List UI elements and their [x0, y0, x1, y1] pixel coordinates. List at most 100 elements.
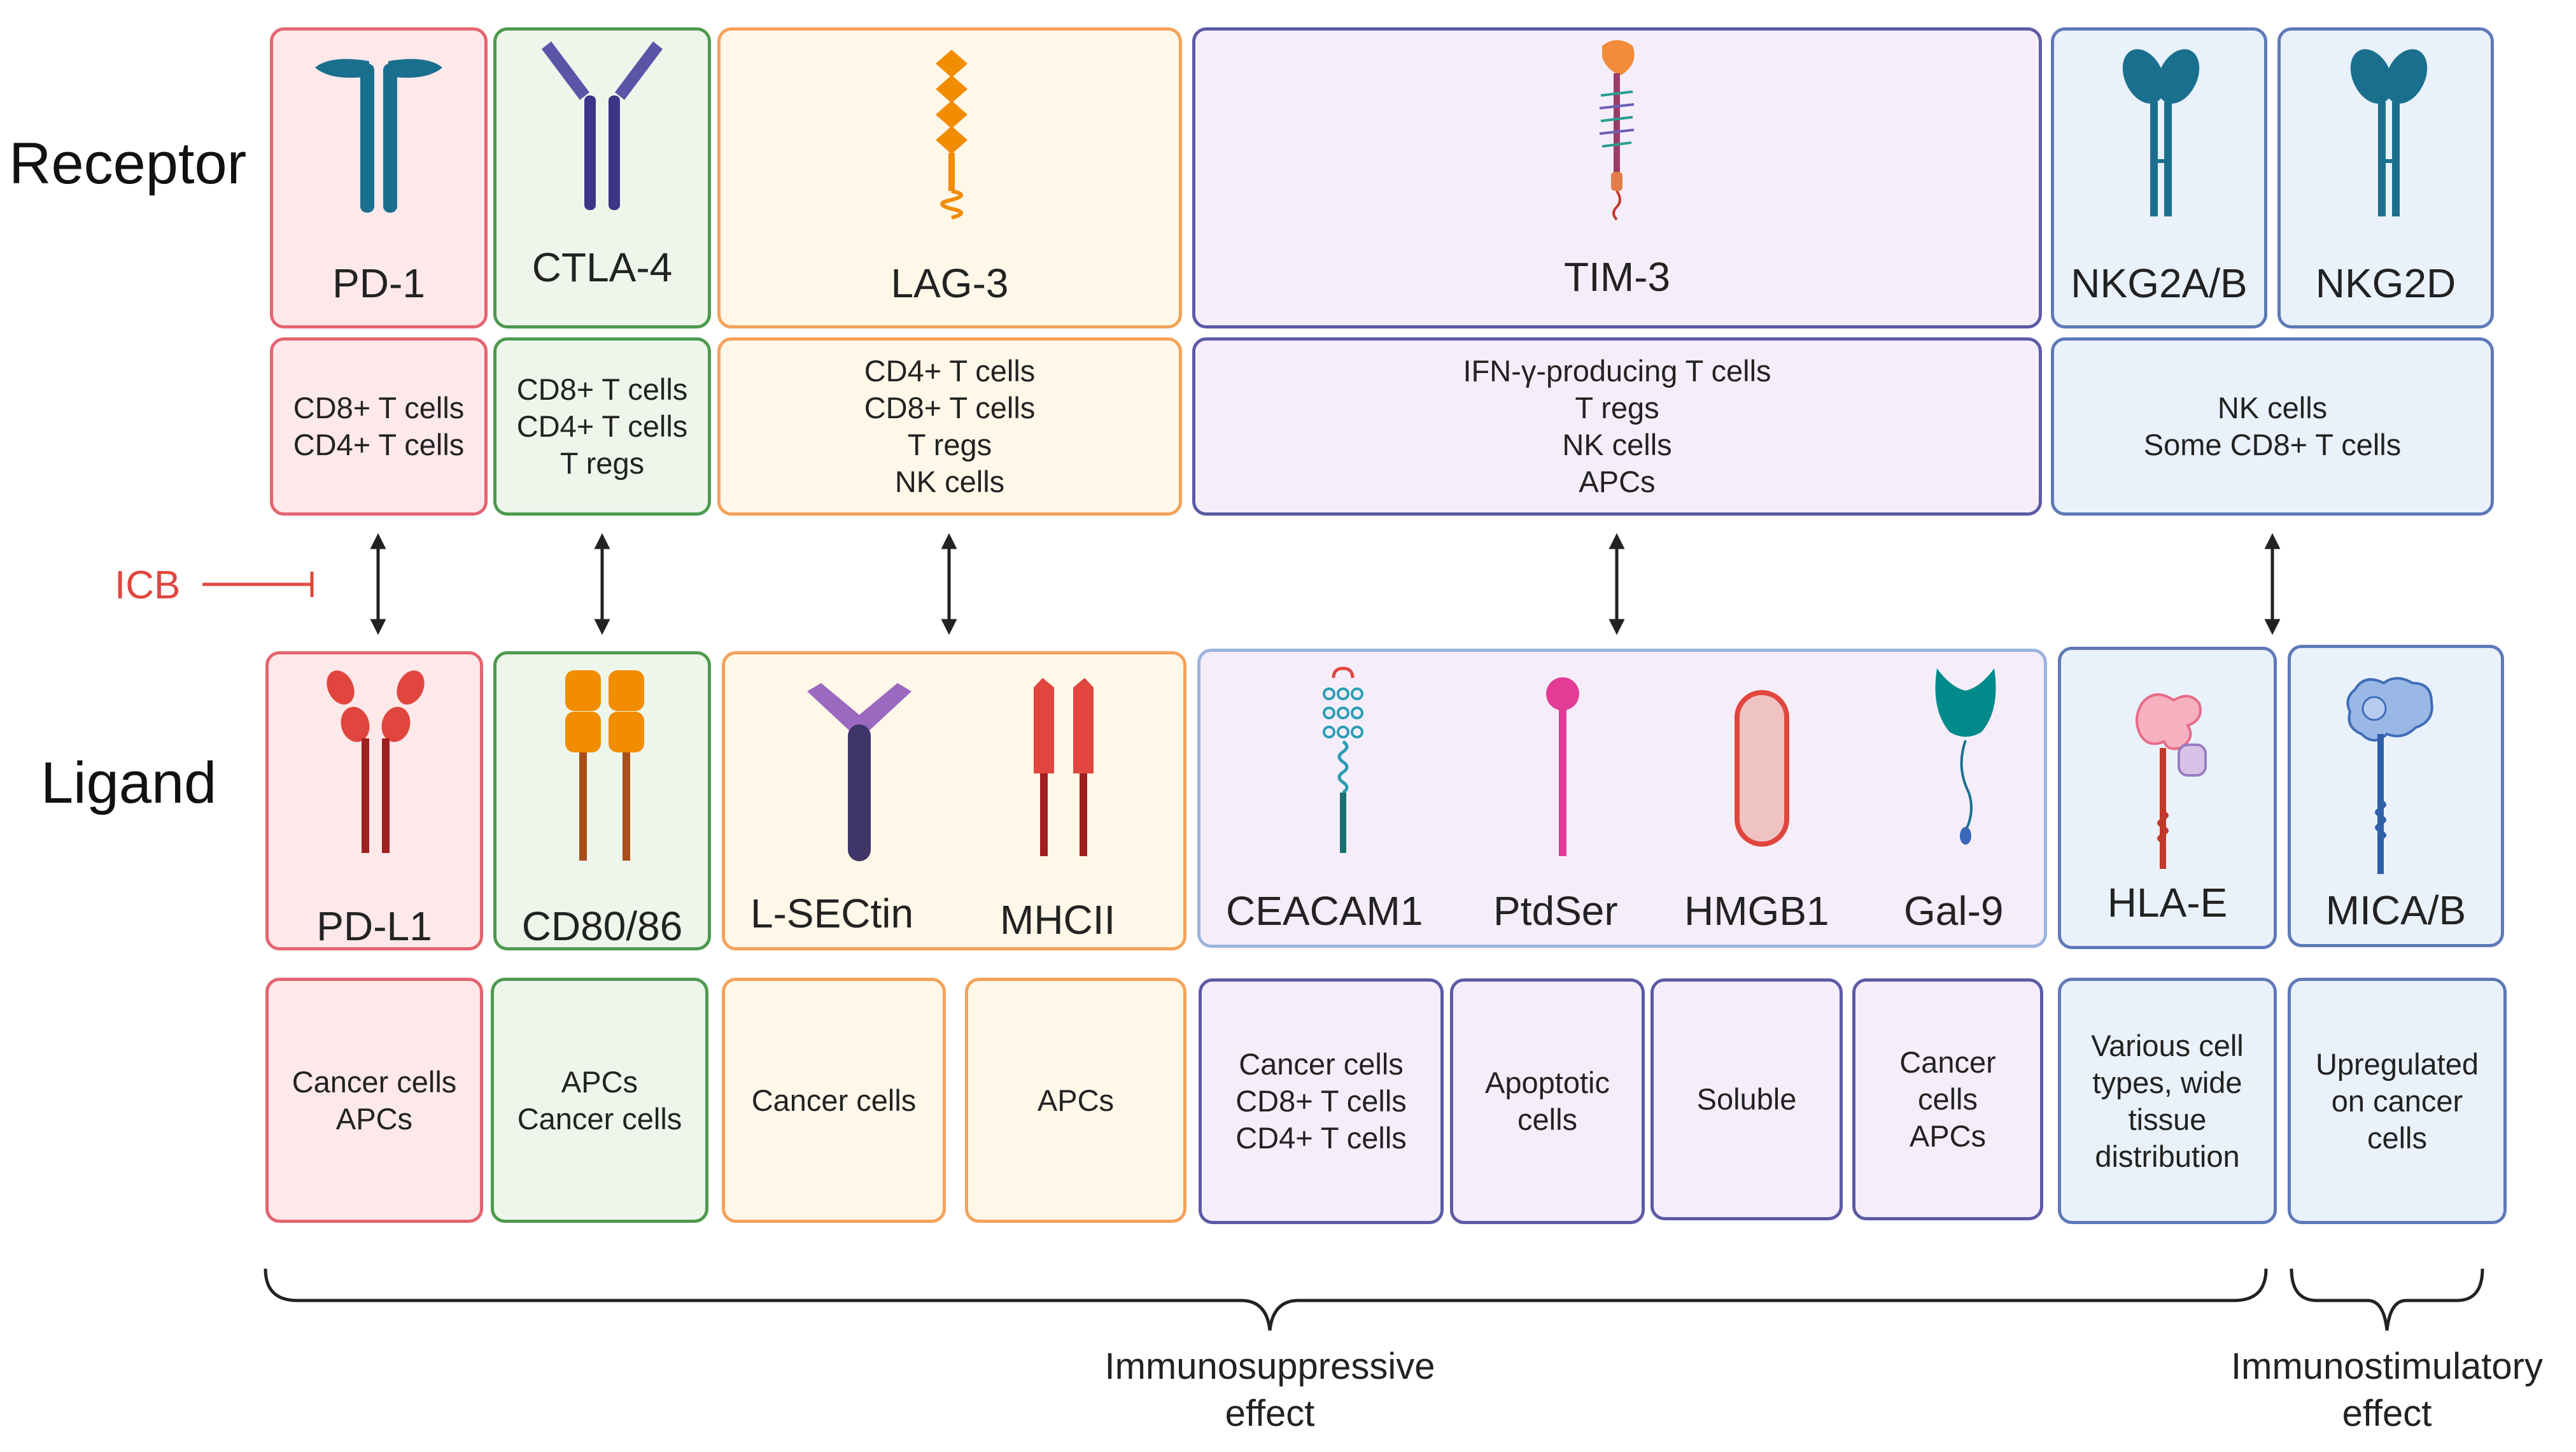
lag3-cell-type: CD4+ T cells [864, 354, 1036, 388]
nkg2ab-receptor-icon [2122, 49, 2200, 216]
ceacam1-cell-type: CD8+ T cells [1235, 1084, 1407, 1118]
hlae-cells-box: Various cell types, wide tissue distribu… [2058, 978, 2277, 1224]
gal9-cell-type: Cancer [1899, 1045, 1996, 1079]
lag3-cells-box: CD4+ T cells CD8+ T cells T regs NK cell… [717, 337, 1182, 516]
hmgb1-cells-box: Soluble [1650, 978, 1843, 1220]
nkg2d-receptor-name: NKG2D [2315, 260, 2456, 306]
micab-ligand-name: MICA/B [2325, 887, 2467, 933]
pd1-cells-box: CD8+ T cells CD4+ T cells [270, 337, 488, 516]
nk-cells-box: NK cells Some CD8+ T cells [2051, 337, 2494, 516]
cd8086-ligand-box: CD80/86 [493, 651, 711, 950]
receptor-row-label: Receptor [9, 131, 247, 196]
hmgb1-cell-type: Soluble [1696, 1082, 1797, 1116]
cd8086-cell-type: Cancer cells [517, 1101, 682, 1136]
hmgb1-ligand-icon [1735, 690, 1789, 847]
pd1-cell-type: CD8+ T cells [293, 391, 465, 425]
ctla4-cells-box: CD8+ T cells CD4+ T cells T regs [493, 337, 711, 516]
ptdser-cells-box: Apoptotic cells [1450, 978, 1645, 1224]
cd8086-cells-box: APCs Cancer cells [491, 978, 708, 1223]
tim3-cell-type: NK cells [1562, 428, 1672, 462]
gal9-cell-type: cells [1917, 1082, 1978, 1116]
ctla4-cell-type: T regs [560, 446, 645, 480]
ceacam1-cells-box: Cancer cells CD8+ T cells CD4+ T cells [1199, 978, 1444, 1224]
lsectin-cell-type: Cancer cells [751, 1083, 917, 1117]
lag3-receptor-name: LAG-3 [890, 260, 1009, 306]
ligand-row-label: Ligand [41, 751, 217, 815]
micab-ligand-icon [2346, 677, 2433, 874]
micab-cells-box: Upregulated on cancer cells [2288, 978, 2507, 1224]
ptdser-ligand-icon [1546, 677, 1579, 856]
gal9-ligand-name: Gal-9 [1904, 888, 2004, 934]
tim3-receptor-name: TIM-3 [1563, 254, 1671, 300]
pd1-cell-type: CD4+ T cells [293, 428, 465, 462]
hlae-cell-type: types, wide [2092, 1065, 2242, 1099]
immunostimulatory-brace [2290, 1268, 2484, 1331]
pdl1-ligand-box: PD-L1 [265, 651, 483, 950]
lsectin-ligand-icon [807, 683, 911, 861]
gal9-cells-box: Cancer cells APCs [1852, 978, 2043, 1220]
lag3-cell-type: CD8+ T cells [864, 391, 1036, 425]
lsectin-cells-box: Cancer cells [722, 978, 946, 1223]
hlae-ligand-name: HLA-E [2107, 880, 2228, 926]
ctla4-receptor-icon [542, 41, 663, 210]
pdl1-ligand-name: PD-L1 [316, 903, 432, 949]
pdl1-cells-box: Cancer cells APCs [265, 978, 483, 1223]
pd1-receptor-name: PD-1 [332, 260, 425, 306]
immunosuppressive-effect-line: Immunosuppressive [1104, 1346, 1435, 1387]
hlae-ligand-icon [2136, 693, 2207, 869]
icb-label: ICB [115, 563, 181, 607]
immunostimulatory-effect-label: Immunostimulatory effect [2202, 1343, 2572, 1437]
tim3-cell-type: APCs [1579, 465, 1656, 498]
immunostimulatory-effect-line: Immunostimulatory [2231, 1346, 2543, 1387]
cd8086-ligand-name: CD80/86 [521, 903, 683, 949]
tim3-cells-box: IFN-γ-producing T cells T regs NK cells … [1192, 337, 2042, 516]
ceacam1-ligand-name: CEACAM1 [1226, 888, 1423, 934]
cd8086-cell-type: APCs [561, 1064, 638, 1099]
ceacam1-ligand-icon [1323, 666, 1363, 853]
hlae-cell-type: distribution [2095, 1139, 2240, 1173]
lsectin-ligand-name: L-SECtin [750, 891, 914, 936]
ceacam1-cell-type: CD4+ T cells [1235, 1121, 1407, 1155]
immunostimulatory-effect-line: effect [2342, 1393, 2432, 1434]
ptdser-cell-type: cells [1517, 1103, 1578, 1136]
pd1-receptor-icon [315, 59, 442, 213]
pd1-receptor-box: PD-1 [270, 27, 488, 328]
mhcii-ligand-icon [1034, 678, 1094, 856]
ctla4-cell-type: CD4+ T cells [516, 409, 688, 443]
micab-cell-type: Upregulated [2315, 1047, 2479, 1081]
lag3-cell-type: T regs [907, 428, 992, 462]
micab-cell-type: on cancer [2331, 1083, 2463, 1118]
micab-cell-type: cells [2367, 1120, 2427, 1155]
mhcii-cells-box: APCs [965, 978, 1186, 1223]
nk-cell-type: Some CD8+ T cells [2143, 428, 2402, 462]
immunosuppressive-effect-label: Immunosuppressive effect [1044, 1343, 1496, 1437]
ctla4-receptor-box: CTLA-4 [493, 27, 711, 328]
pdl1-ligand-icon [327, 670, 425, 853]
hmgb1-ligand-name: HMGB1 [1684, 888, 1829, 934]
pdl1-cell-type: Cancer cells [292, 1064, 457, 1099]
ctla4-receptor-name: CTLA-4 [531, 244, 673, 290]
immunosuppressive-brace [264, 1268, 2268, 1331]
ptdser-cell-type: Apoptotic [1485, 1066, 1610, 1099]
lag3-ligands-box: L-SECtin MHCII [722, 651, 1186, 950]
nkg2d-receptor-icon [2350, 49, 2428, 216]
nk-cell-type: NK cells [2217, 391, 2328, 425]
tim3-cell-type: IFN-γ-producing T cells [1463, 354, 1771, 388]
nkg2ab-receptor-name: NKG2A/B [2071, 260, 2248, 306]
lag3-receptor-icon [936, 50, 968, 220]
mhcii-cell-type: APCs [1037, 1083, 1115, 1117]
gal9-ligand-icon [1935, 668, 1996, 845]
lag3-cell-type: NK cells [894, 465, 1005, 498]
mhcii-ligand-name: MHCII [1000, 897, 1116, 943]
pdl1-cell-type: APCs [335, 1101, 413, 1136]
tim3-cell-type: T regs [1575, 391, 1659, 425]
tim3-receptor-icon [1599, 40, 1635, 221]
hlae-cell-type: tissue [2128, 1102, 2207, 1136]
ctla4-cell-type: CD8+ T cells [516, 372, 688, 406]
ceacam1-cell-type: Cancer cells [1239, 1047, 1404, 1081]
ptdser-ligand-name: PtdSer [1493, 888, 1618, 934]
gal9-cell-type: APCs [1909, 1119, 1987, 1153]
hlae-cell-type: Various cell [2091, 1028, 2244, 1062]
cd8086-ligand-icon [565, 670, 644, 861]
